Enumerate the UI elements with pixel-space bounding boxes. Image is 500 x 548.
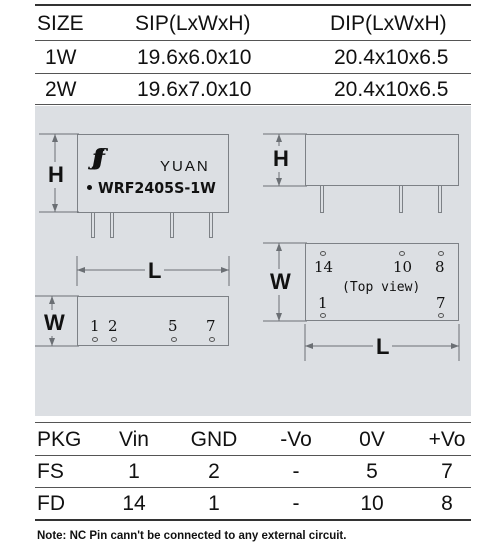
- dip-side-pin-2: [399, 186, 403, 213]
- sip-dim-l-label: L: [145, 258, 165, 284]
- size-row-2-label: 2W: [45, 78, 77, 101]
- size-row-1-label: 1W: [45, 46, 77, 69]
- footnote: Note: NC Pin cann't be connected to any …: [37, 530, 347, 542]
- pin-table-rule-2: [35, 487, 471, 488]
- sip-top-pin-5: 5: [168, 317, 178, 335]
- pin-header-0v: 0V: [359, 428, 385, 451]
- dip-view-label: (Top view): [342, 280, 421, 295]
- pin-row-fd-vin: 14: [122, 492, 146, 515]
- pin-row-fs-0v: 5: [366, 460, 378, 483]
- size-row-2-sip: 19.6x7.0x10: [137, 78, 252, 101]
- dip-side-body: [305, 134, 459, 186]
- pin-table-rule-1: [35, 455, 471, 456]
- dip-bottom-pin-7: 7: [436, 294, 446, 312]
- sip-top-pin-1: 1: [90, 317, 100, 335]
- dip-bottom-pin-1: 1: [318, 294, 328, 312]
- sip-pin-dot-7: [209, 337, 215, 342]
- sip-top-pin-7: 7: [206, 317, 216, 335]
- pin-header-gnd: GND: [190, 428, 238, 451]
- pin-row-fs-vin: 1: [128, 460, 140, 483]
- dip-side-pin-1: [320, 186, 324, 213]
- pin-row-fd-pos-vo: 8: [441, 492, 453, 515]
- size-table-rule-3: [35, 104, 471, 105]
- brand-name: YUAN: [160, 158, 210, 175]
- pin-header-pkg: PKG: [37, 428, 82, 451]
- pin-row-fd-0v: 10: [360, 492, 384, 515]
- pin-row-fs-pkg: FS: [37, 460, 64, 483]
- dimension-drawing-panel: ƒƒ YUAN WRF2405S-1W: [35, 106, 471, 416]
- size-row-2-dip: 20.4x10x6.5: [334, 78, 449, 101]
- sip-pin-dot-1: [92, 337, 98, 342]
- dip-top-view: 14 10 8 (Top view) 1 7: [305, 243, 459, 321]
- size-header-sip: SIP(LxWxH): [135, 12, 251, 35]
- sip-pin-7: [209, 213, 213, 238]
- pin-row-fd-pkg: FD: [37, 492, 65, 515]
- pin-row-fd-neg-vo: -: [292, 492, 300, 515]
- pin-header-neg-vo: -Vo: [280, 428, 312, 451]
- pin-row-fs-neg-vo: -: [292, 460, 300, 483]
- size-row-1-sip: 19.6x6.0x10: [137, 46, 252, 69]
- size-table-rule-2: [35, 73, 471, 74]
- sip-height-dimension: [35, 133, 460, 361]
- pin-header-pos-vo: +Vo: [428, 428, 466, 451]
- dip-dim-h-label: H: [272, 146, 290, 172]
- pin-header-vin: Vin: [119, 428, 149, 451]
- pin-row-fs-gnd: 2: [208, 460, 220, 483]
- dip-top-pin-10: 10: [393, 258, 413, 276]
- model-number: WRF2405S-1W: [98, 179, 216, 197]
- sip-pin-dot-2: [111, 337, 117, 342]
- size-header-size: SIZE: [37, 12, 84, 35]
- sip-pin-5: [170, 213, 174, 238]
- size-header-dip: DIP(LxWxH): [330, 12, 447, 35]
- pin-table-rule-0: [35, 422, 471, 423]
- sip-front-body: ƒƒ YUAN WRF2405S-1W: [77, 134, 229, 213]
- sip-pin-1: [91, 213, 95, 238]
- dip-pin-dot-1: [320, 313, 326, 318]
- size-row-1-dip: 20.4x10x6.5: [334, 46, 449, 69]
- sip-pin-2: [110, 213, 114, 238]
- pin-row-fs-pos-vo: 7: [441, 460, 453, 483]
- dip-side-pin-3: [438, 186, 442, 213]
- dip-dim-w-label: W: [269, 269, 292, 295]
- model-bullet-icon: [87, 185, 92, 190]
- dip-pin-dot-8: [438, 251, 444, 256]
- sip-top-view: 1 2 5 7: [77, 296, 229, 346]
- size-table-rule-1: [35, 40, 471, 41]
- sip-pin-dot-5: [171, 337, 177, 342]
- pin-row-fd-gnd: 1: [208, 492, 220, 515]
- dip-dim-l-label: L: [373, 334, 393, 360]
- dip-pin-dot-10: [399, 251, 405, 256]
- pin-table-rule-3: [35, 519, 471, 521]
- sip-dim-w-label: W: [43, 310, 66, 336]
- dip-top-pin-14: 14: [314, 258, 334, 276]
- sip-dim-h-label: H: [47, 162, 65, 188]
- dip-pin-dot-7: [438, 313, 444, 318]
- sip-top-pin-2: 2: [108, 317, 118, 335]
- dip-top-pin-8: 8: [435, 258, 445, 276]
- size-table-top-rule: [35, 4, 471, 6]
- dip-pin-dot-14: [320, 251, 326, 256]
